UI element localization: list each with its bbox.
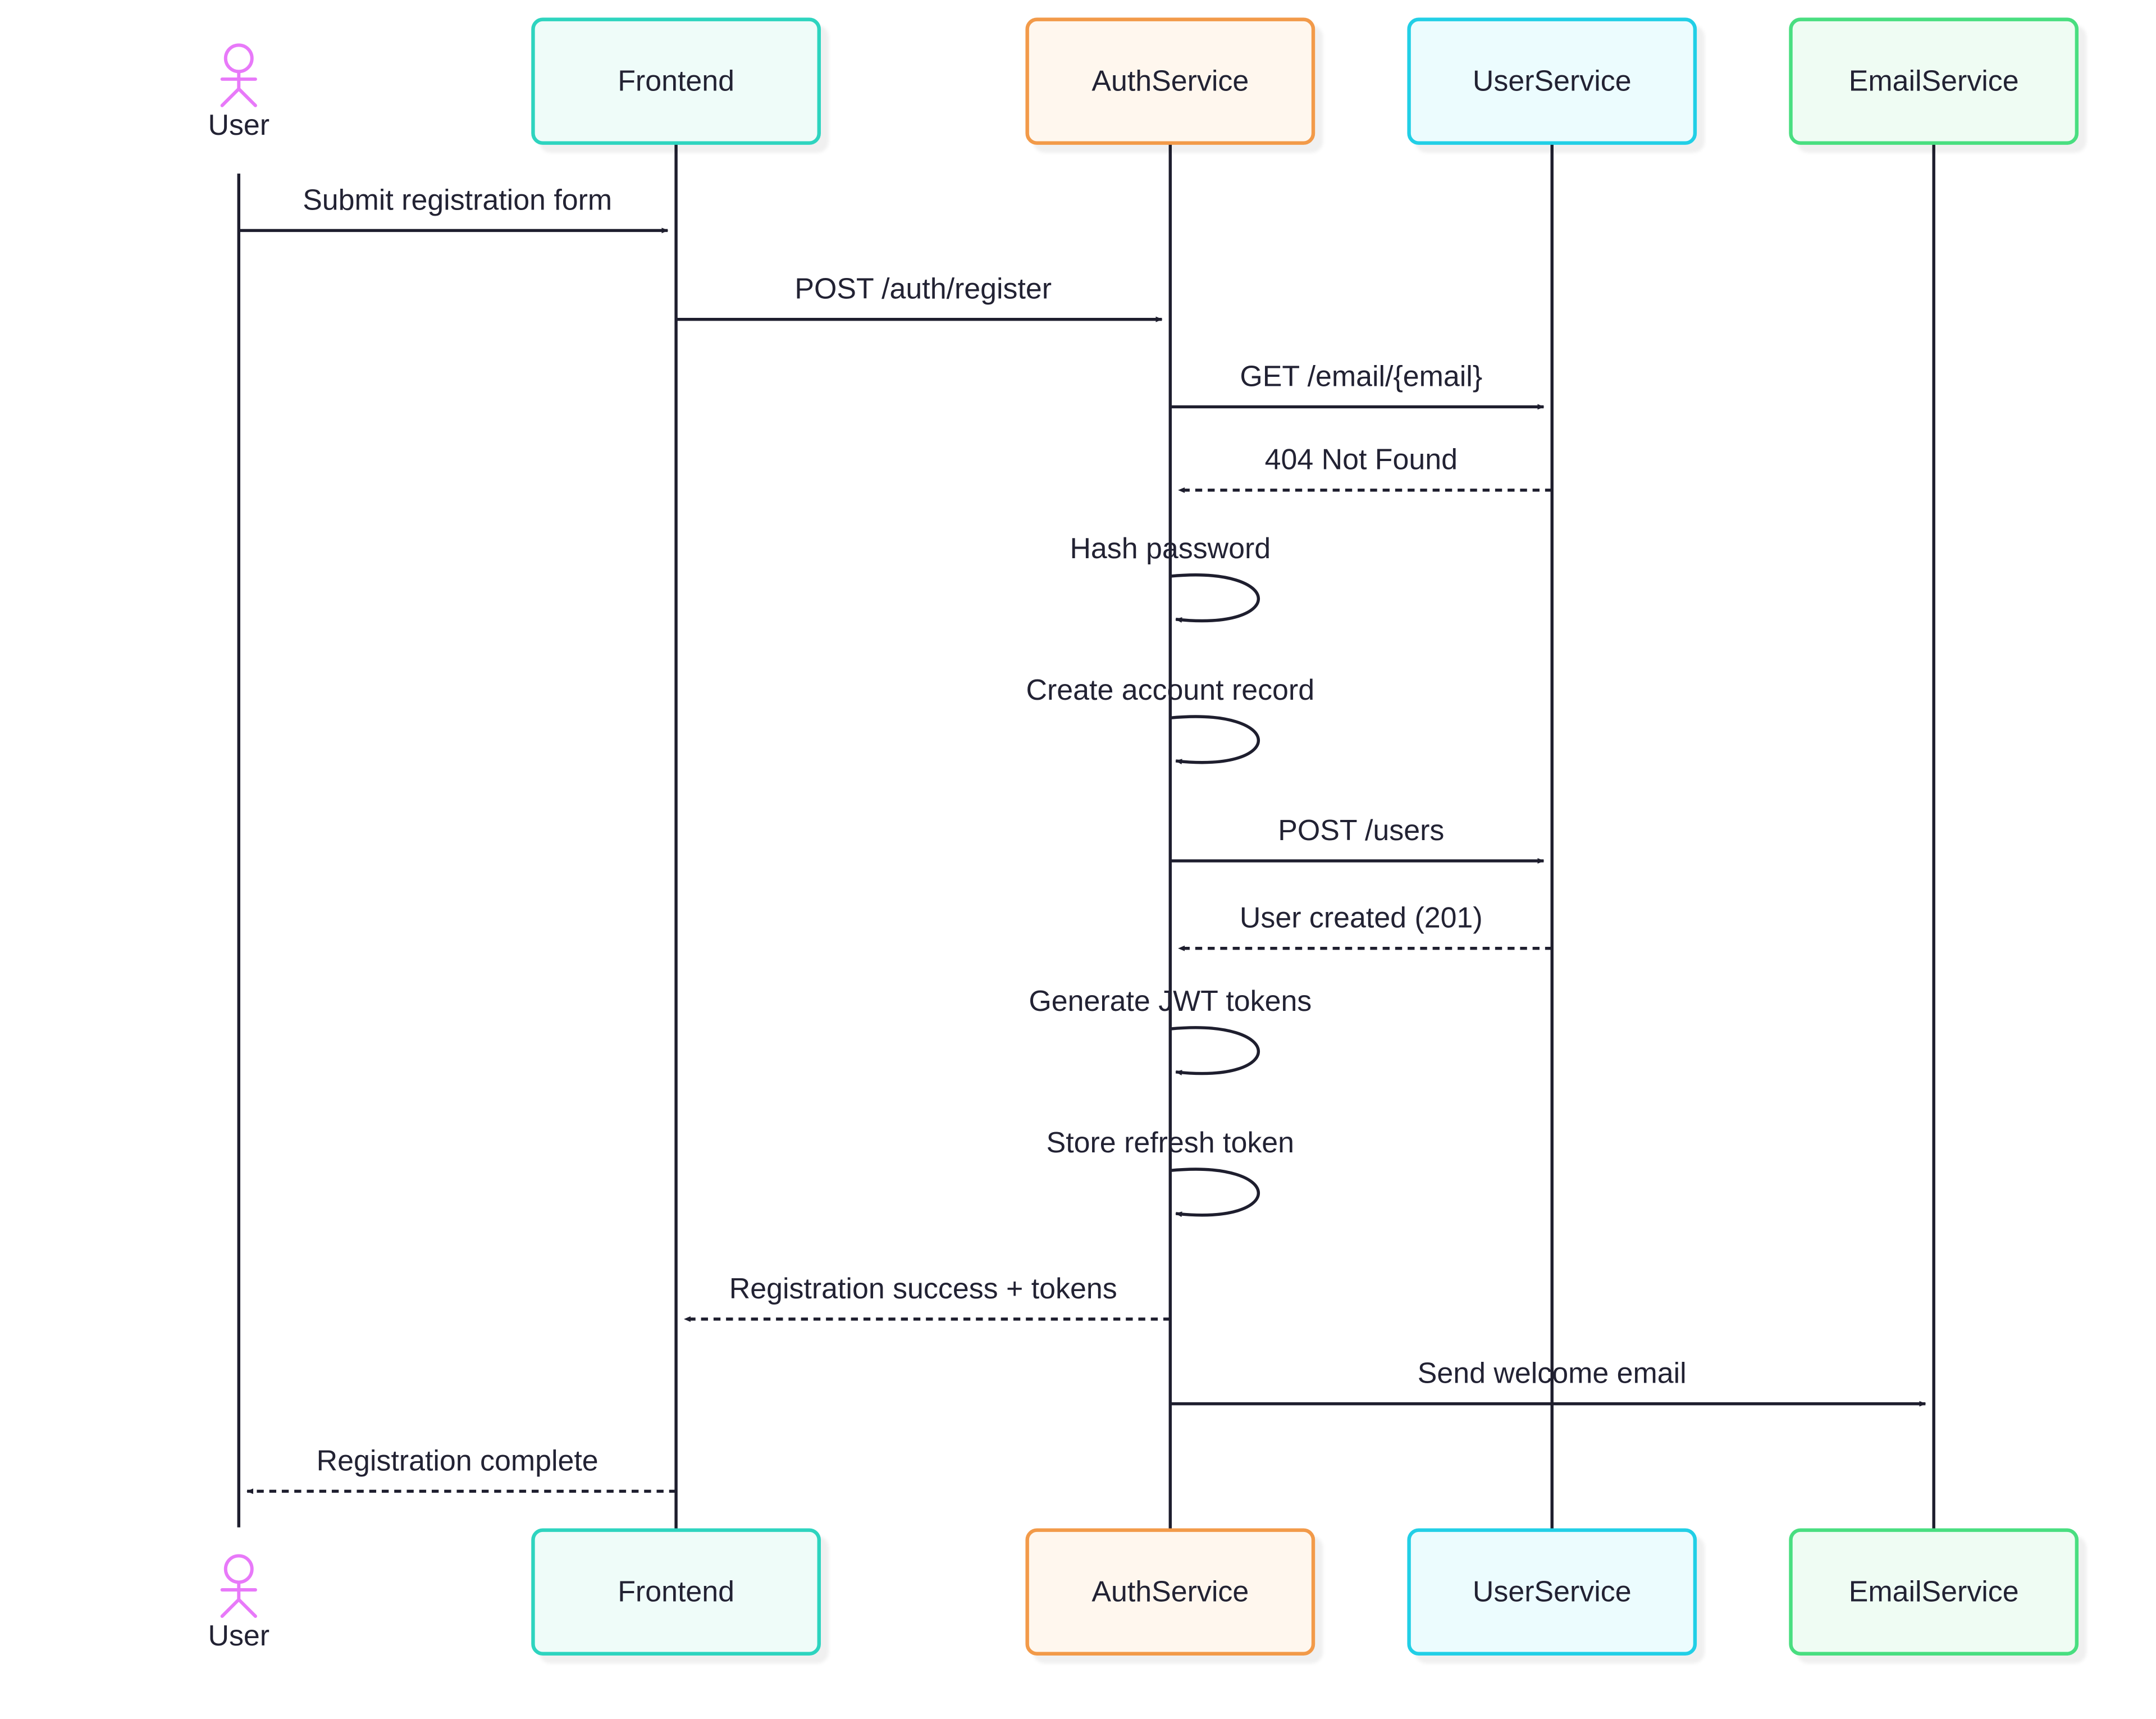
message-generate-jwt-tokens: Generate JWT tokens [1029, 985, 1312, 1075]
participant-label: AuthService [1091, 1576, 1249, 1608]
participant-box [531, 17, 821, 145]
participant-label: User [208, 1620, 270, 1652]
message-label: Registration complete [317, 1444, 599, 1477]
message-registration-success-tokens: Registration success + tokens [683, 1273, 1171, 1322]
participant-label: AuthService [1091, 65, 1249, 98]
actor-user-bottom: User [208, 1554, 270, 1652]
message-404-not-found: 404 Not Found [1178, 444, 1552, 493]
message-label: POST /auth/register [794, 273, 1052, 306]
self-arrow [1170, 715, 1260, 765]
message-submit-registration-form: Submit registration form [239, 184, 669, 234]
message-user-created-201: User created (201) [1178, 902, 1552, 951]
participants-top: User Frontend AuthService UserService EmailS… [208, 17, 2079, 145]
participant-label: UserService [1473, 65, 1632, 98]
message-send-welcome-email: Send welcome email [1170, 1357, 1926, 1407]
self-arrow [1170, 1026, 1260, 1075]
participant-box [1789, 1528, 2079, 1656]
participant-label: UserService [1473, 1576, 1632, 1608]
participant-frontend-bottom: Frontend [531, 1528, 821, 1656]
actor-user-top: User [208, 43, 270, 142]
participant-label: EmailService [1849, 65, 2019, 98]
message-label: 404 Not Found [1265, 444, 1458, 476]
lifelines [237, 143, 1935, 1530]
participant-label: User [208, 109, 270, 142]
participant-users-bottom: UserService [1407, 1528, 1697, 1656]
message-get-email-email: GET /email/{email} [1170, 360, 1545, 410]
message-post-users: POST /users [1170, 814, 1545, 864]
participant-label: Frontend [618, 65, 734, 98]
self-arrow [1170, 1168, 1260, 1218]
participant-email-bottom: EmailService [1789, 1528, 2079, 1656]
message-label: Store refresh token [1047, 1127, 1294, 1159]
user-icon [220, 43, 257, 107]
user-icon [220, 1554, 257, 1618]
self-arrow [1170, 573, 1260, 623]
message-hash-password: Hash password [1070, 532, 1271, 623]
participant-frontend-top: Frontend [531, 17, 821, 145]
participant-auth-bottom: AuthService [1025, 1528, 1315, 1656]
participant-box [531, 1528, 821, 1656]
participant-email-top: EmailService [1789, 17, 2079, 145]
message-label: Create account record [1026, 674, 1315, 706]
message-label: User created (201) [1240, 902, 1483, 934]
message-label: Hash password [1070, 532, 1271, 565]
message-label: POST /users [1278, 814, 1444, 847]
message-registration-complete: Registration complete [246, 1444, 677, 1494]
participant-users-top: UserService [1407, 17, 1697, 145]
participant-box [1407, 1528, 1697, 1656]
participant-box [1407, 17, 1697, 145]
participant-box [1789, 17, 2079, 145]
message-label: Registration success + tokens [729, 1273, 1117, 1305]
message-post-auth-register: POST /auth/register [676, 273, 1163, 322]
message-label: GET /email/{email} [1240, 360, 1482, 393]
participant-label: Frontend [618, 1576, 734, 1608]
message-create-account-record: Create account record [1026, 674, 1315, 765]
participant-auth-top: AuthService [1025, 17, 1315, 145]
participant-box [1025, 17, 1315, 145]
participant-label: EmailService [1849, 1576, 2019, 1608]
message-store-refresh-token: Store refresh token [1047, 1127, 1294, 1218]
participant-box [1025, 1528, 1315, 1656]
message-label: Send welcome email [1418, 1357, 1687, 1390]
message-label: Generate JWT tokens [1029, 985, 1312, 1018]
message-label: Submit registration form [303, 184, 612, 216]
participants-bottom: User Frontend AuthService UserService EmailS… [208, 1528, 2079, 1656]
